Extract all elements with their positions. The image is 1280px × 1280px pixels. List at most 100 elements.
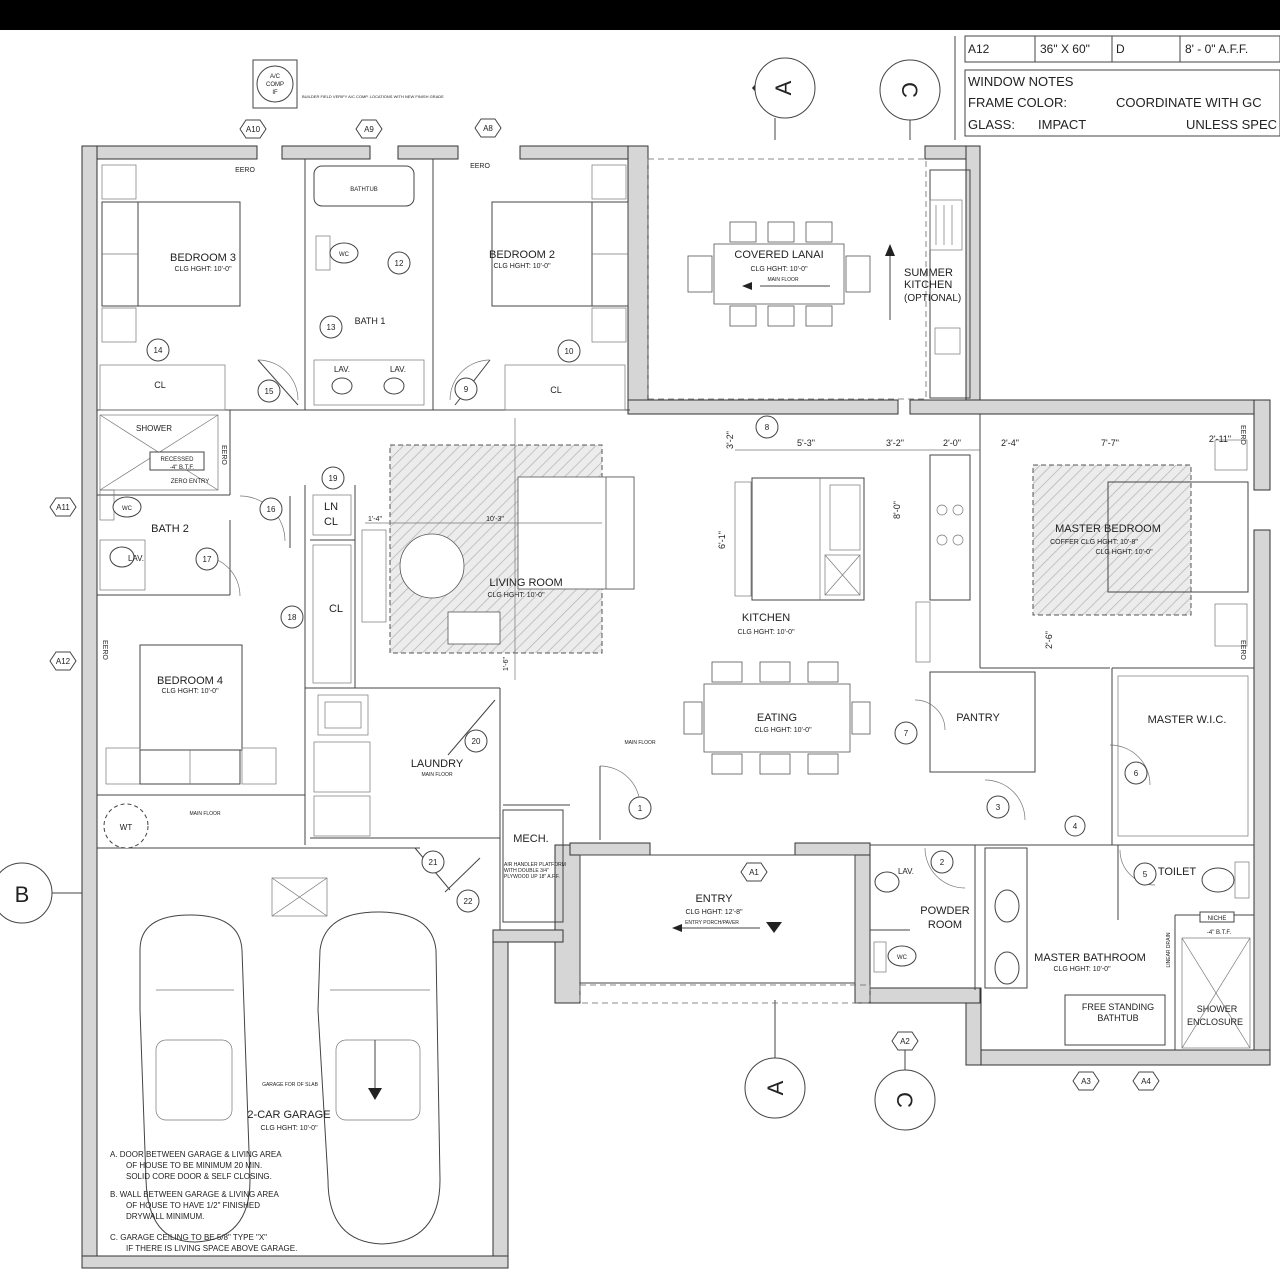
svg-text:IF THERE IS LIVING SPACE ABOVE: IF THERE IS LIVING SPACE ABOVE GARAGE. [126, 1244, 297, 1253]
summer-kitchen-l1: SUMMER [904, 267, 953, 279]
svg-text:5: 5 [1143, 870, 1148, 879]
bedroom-3-clg: CLG HGHT: 10'-0" [174, 266, 232, 273]
svg-text:A8: A8 [483, 124, 493, 133]
toilet-powder [887, 945, 917, 967]
entry-porch [579, 854, 856, 984]
svg-text:4: 4 [1073, 822, 1078, 831]
svg-text:C. GARAGE CEILING TO BE 5/8": C. GARAGE CEILING TO BE 5/8" TYPE "X" [110, 1233, 267, 1242]
dim-1-4: 1'-4" [368, 516, 382, 523]
armchair [399, 533, 465, 599]
svg-text:OF HOUSE TO BE MINIMUM 20 MIN.: OF HOUSE TO BE MINIMUM 20 MIN. [126, 1161, 262, 1170]
master-coffer-ceiling [1032, 464, 1192, 616]
bedroom-4-clg: CLG HGHT: 10'-0" [161, 688, 219, 695]
window-tag-a11: A11 [49, 497, 77, 517]
svg-text:14: 14 [154, 346, 163, 355]
svg-text:2: 2 [940, 858, 945, 867]
master-bed [1107, 481, 1249, 593]
svg-text:3: 3 [996, 803, 1001, 812]
svg-text:DRYWALL MINIMUM.: DRYWALL MINIMUM. [126, 1212, 204, 1221]
schedule-cell-4: 8' - 0" A.F.F. [1185, 42, 1248, 56]
svg-text:B: B [15, 882, 30, 907]
svg-text:A. DOOR BETWEEN GARAGE & LIVI: A. DOOR BETWEEN GARAGE & LIVING AREA [110, 1150, 282, 1159]
egress-label-1: EERO [235, 167, 255, 174]
shower-enclosure-l1: SHOWER [1197, 1004, 1238, 1014]
dim-3-2-a: 3'-2" [886, 438, 904, 448]
closet-10-label: CL [550, 385, 562, 395]
svg-text:SOLID CORE DOOR & SELF CLOSING: SOLID CORE DOOR & SELF CLOSING. [126, 1172, 272, 1181]
bedroom-3-label: BEDROOM 3 [170, 252, 236, 264]
dining-table-set [683, 661, 871, 775]
svg-text:C: C [897, 82, 922, 98]
living-room-label: LIVING ROOM [489, 577, 562, 589]
toilet-master [1201, 867, 1235, 893]
svg-text:A/C: A/C [270, 74, 281, 80]
master-bedroom-clg: CLG HGHT: 10'-0" [1095, 549, 1153, 556]
garage-car-left [139, 914, 251, 1243]
garage-clg: CLG HGHT: 10'-0" [260, 1125, 318, 1132]
eating-clg: CLG HGHT: 10'-0" [754, 727, 812, 734]
laundry-sink [317, 694, 369, 736]
entry-floor: ENTRY PORCH/PAVER [685, 920, 739, 926]
lav-label-3: LAV. [128, 554, 144, 563]
section-marker-a-bottom: A [744, 1000, 806, 1119]
schedule-cell-2: 36" X 60" [1040, 42, 1090, 56]
master-vanity [984, 847, 1028, 989]
lanai-outline [647, 158, 927, 400]
shower-enclosure-l2: ENCLOSURE [1187, 1017, 1243, 1027]
svg-text:9: 9 [464, 385, 469, 394]
svg-text:1: 1 [638, 804, 643, 813]
dim-2-6: 2'-6" [1044, 631, 1054, 649]
window-tag-a10: A10 [239, 119, 267, 139]
bath-1-label: BATH 1 [355, 316, 386, 326]
tub-label-2: BATHTUB [1097, 1013, 1138, 1023]
master-wic-shelving [1117, 675, 1249, 837]
svg-text:13: 13 [327, 323, 336, 332]
covered-lanai-label: COVERED LANAI [734, 249, 823, 261]
tub-label-1: FREE STANDING [1082, 1002, 1154, 1012]
laundry-label: LAUNDRY [411, 758, 464, 770]
master-bedroom-label: MASTER BEDROOM [1055, 523, 1161, 535]
shower-enclosure [1181, 937, 1251, 1049]
water-tank [103, 803, 149, 849]
ac-comp-tag: A/C COMP IF BUILDER FIELD VERIFY A/C COM… [252, 59, 444, 109]
bedroom-2-label: BEDROOM 2 [489, 249, 555, 261]
lanai-table-set [687, 221, 871, 327]
garage-floor-note: GARAGE FOR OF SLAB [262, 1082, 319, 1088]
kitchen-range-counter [929, 454, 971, 601]
ln-label: LN [324, 501, 338, 513]
ac-comp-note: BUILDER FIELD VERIFY A/C COMP. LOCATIONS… [302, 94, 444, 99]
svg-text:WC: WC [897, 955, 908, 961]
schedule-cell-3: D [1116, 42, 1125, 56]
svg-text:19: 19 [329, 474, 338, 483]
dim-5-3: 5'-3" [797, 438, 815, 448]
dim-8-0: 8'-0" [892, 501, 902, 519]
section-marker-c-top: C [879, 59, 941, 140]
window-notes-block: A12 36" X 60" D 8' - 0" A.F.F. WINDOW NO… [954, 35, 1280, 140]
section-marker-a-top: A [752, 57, 816, 140]
window-tag-a8: A8 [474, 118, 502, 138]
dim-2-0: 2'-0" [943, 438, 961, 448]
dim-3-2-b: 3'-2" [725, 431, 735, 449]
covered-lanai-floor: MAIN FLOOR [767, 277, 799, 283]
svg-text:17: 17 [203, 555, 212, 564]
svg-text:18: 18 [288, 613, 297, 622]
window-tag-a9: A9 [355, 119, 383, 139]
main-floor-wt: MAIN FLOOR [189, 811, 221, 817]
glass-value: IMPACT [1038, 117, 1086, 132]
dryer [313, 795, 371, 837]
bedroom-3-furniture [101, 164, 241, 343]
kitchen-island [734, 477, 865, 601]
svg-text:16: 16 [267, 505, 276, 514]
door-tags: 1 2 3 4 5 6 7 8 9 10 12 13 14 15 16 17 1… [146, 251, 1157, 913]
linear-drain-label: LINEAR DRAIN [1166, 932, 1172, 967]
glass-label: GLASS: [968, 117, 1015, 132]
powder-label-2: ROOM [928, 919, 962, 931]
egress-label-4: EERO [101, 640, 108, 660]
schedule-cell-1: A12 [968, 42, 990, 56]
svg-text:A1: A1 [749, 868, 759, 877]
dim-7-7: 7'-7" [1101, 438, 1119, 448]
svg-text:6: 6 [1134, 769, 1139, 778]
svg-text:A: A [763, 1080, 788, 1095]
window-tag-a1: A1 [740, 862, 768, 882]
ln-cl-label: CL [324, 516, 338, 528]
